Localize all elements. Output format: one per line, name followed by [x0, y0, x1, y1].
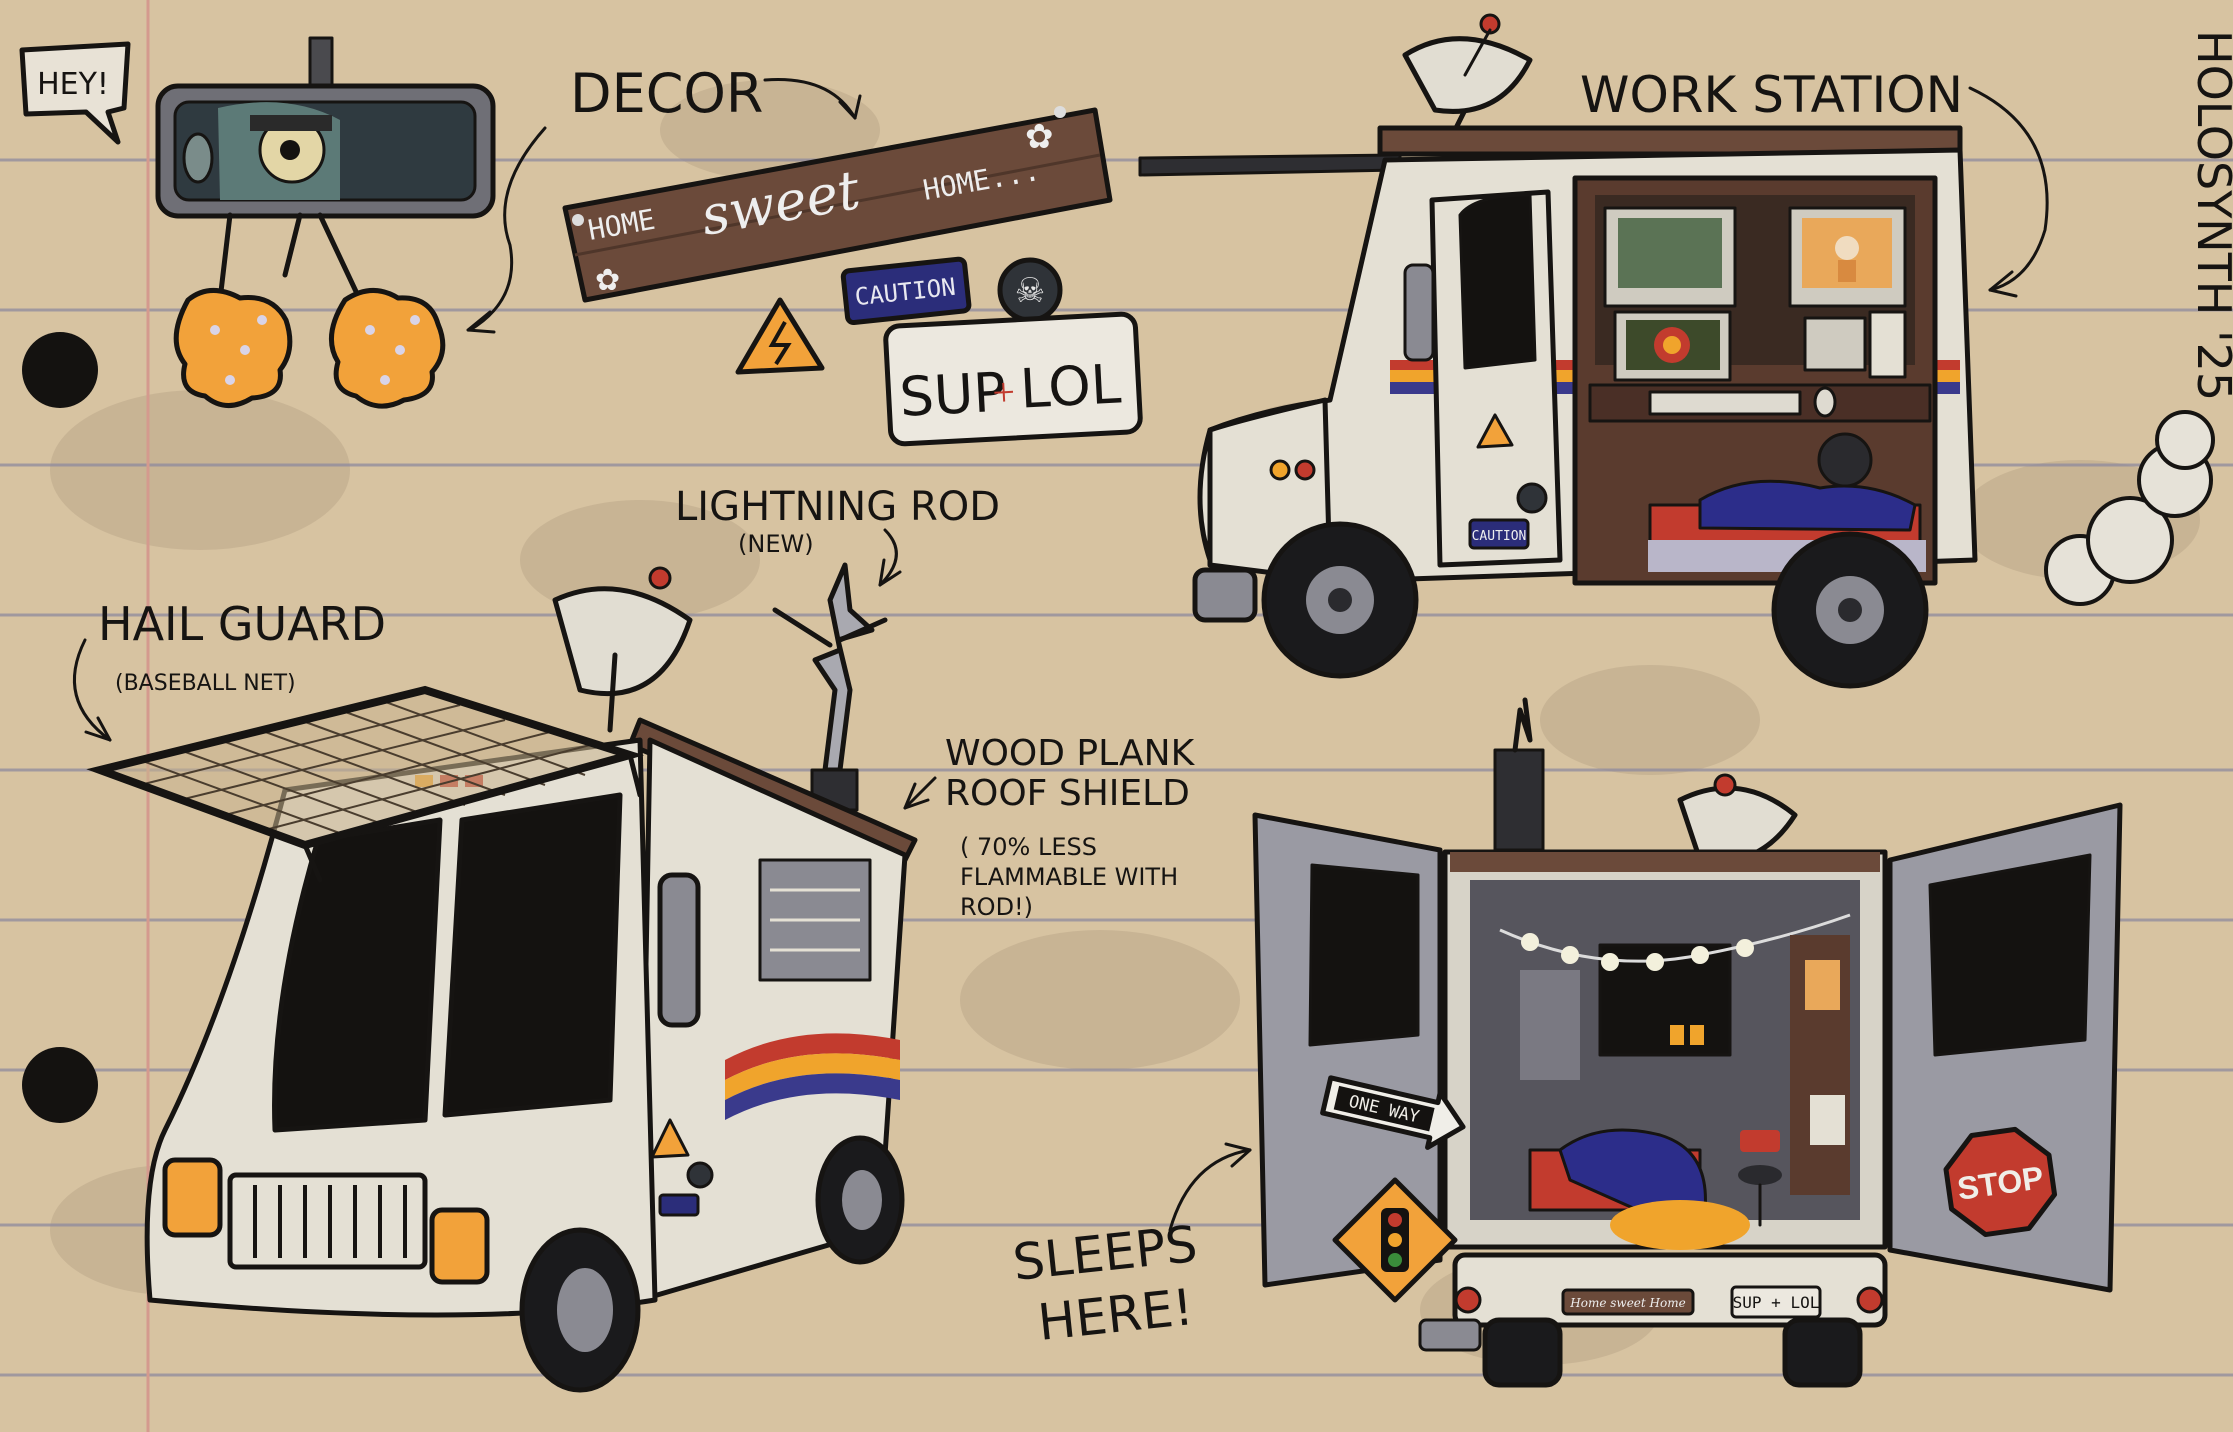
roof-shield-label-group: WOOD PLANK ROOF SHIELD ( 70% LESS FLAMMA…	[903, 733, 1196, 921]
roof-shield-label-1: WOOD PLANK	[945, 733, 1196, 774]
back-interior	[1470, 880, 1860, 1250]
decor-label: DECOR	[570, 62, 763, 125]
wheel	[1771, 531, 1929, 689]
binder-hole	[22, 1047, 98, 1123]
traffic-light-sign	[1332, 1177, 1458, 1303]
mirror-character-face	[182, 102, 340, 200]
svg-text:LOL: LOL	[1019, 352, 1123, 420]
bumper-sign-text: Home sweet Home	[1569, 1296, 1685, 1310]
back-right-door: STOP	[1887, 802, 2123, 1293]
roof-note-3: ROD!)	[960, 893, 1033, 921]
satellite-dish	[552, 566, 693, 733]
home-sweet-home-sign: HOME sweet HOME... ✿ ✿	[562, 106, 1113, 303]
wheel	[815, 1135, 905, 1265]
lightning-rod-label: LIGHTNING ROD	[675, 484, 1000, 530]
hail-guard-label: HAIL GUARD	[98, 597, 386, 651]
roof-shield-label-2: ROOF SHIELD	[945, 773, 1190, 814]
van-side-view: CAUTION	[1138, 13, 2215, 689]
binder-hole	[22, 332, 98, 408]
keyboard	[1648, 390, 1802, 416]
van-side-caution-text: CAUTION	[1472, 529, 1527, 544]
decor-section: DECOR HOME sweet HOME... ✿ ✿ CAUTION ☠	[562, 62, 1143, 447]
work-station-label: WORK STATION	[1580, 66, 1963, 124]
cutaway-interior	[1572, 175, 1938, 586]
van-back-view: ONE WAY STOP Home sweet Home SUP + LOL	[1252, 697, 2123, 1388]
skull-icon: ☠	[1015, 273, 1045, 310]
wheel	[519, 1227, 641, 1393]
flower-icon: ✿	[1025, 119, 1054, 156]
stop-sign: STOP	[1943, 1126, 2058, 1238]
artist-signature: HOLOSYNTH '25	[2187, 30, 2233, 401]
hail-guard-label-group: HAIL GUARD (BASEBALL NET)	[72, 597, 386, 742]
fuzzy-dice	[173, 288, 446, 409]
monitors	[1603, 206, 1907, 382]
flower-icon: ✿	[595, 264, 620, 297]
van-front-view	[86, 562, 918, 1393]
back-bed	[1528, 1128, 1750, 1250]
skull-sticker: ☠	[997, 257, 1063, 323]
roof-note-1: ( 70% LESS	[960, 833, 1097, 861]
back-left-door: ONE WAY	[1252, 812, 1466, 1303]
roof-note-2: FLAMMABLE WITH	[960, 863, 1178, 891]
hey-speech-bubble: HEY!	[19, 41, 131, 145]
caution-sticker: CAUTION	[840, 256, 972, 326]
lightning-rod-label-group: LIGHTNING ROD (NEW)	[675, 484, 1000, 587]
hail-guard-net	[86, 685, 645, 883]
license-plate-sticker: SUP + LOL	[883, 311, 1143, 447]
hey-text: HEY!	[37, 67, 109, 102]
lightning-rod-note: (NEW)	[738, 530, 814, 558]
string-lights	[1499, 913, 1851, 971]
lightning-warning-sticker	[735, 297, 825, 375]
satellite-dish	[1402, 13, 1533, 133]
one-way-sign: ONE WAY	[1320, 1075, 1466, 1150]
back-plate-text: SUP + LOL	[1733, 1293, 1820, 1312]
work-station-label-group: WORK STATION	[1580, 66, 2049, 298]
rearview-mirror	[155, 36, 547, 409]
side-mirror	[1403, 263, 1435, 362]
hail-guard-note: (BASEBALL NET)	[115, 671, 296, 696]
svg-text:+: +	[991, 369, 1016, 415]
svg-text:SUP: SUP	[898, 360, 1008, 428]
wheel	[1261, 521, 1419, 679]
exhaust-smoke	[2044, 410, 2215, 606]
